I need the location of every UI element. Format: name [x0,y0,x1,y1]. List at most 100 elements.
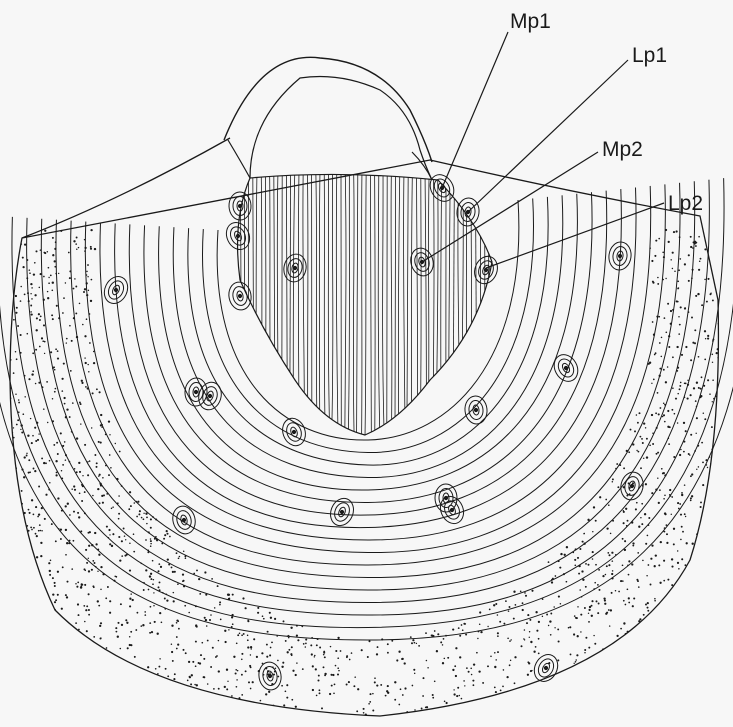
stipple-dot [120,669,122,671]
stipple-dot [54,601,56,603]
stipple-dot [15,625,17,627]
stipple-dot [372,709,374,711]
stipple-dot [149,622,151,624]
stria-line [319,170,320,440]
stipple-dot [159,658,160,659]
stria-line [462,170,464,440]
stipple-dot [222,716,224,718]
stipple-dot [101,686,103,688]
stipple-dot [28,459,30,461]
stipple-dot [515,604,517,606]
stipple-dot [473,663,475,665]
stipple-dot [248,681,250,683]
stipple-dot [228,594,230,596]
stipple-dot [139,709,141,711]
stipple-dot [719,581,721,583]
stipple-dot [617,663,619,665]
stipple-dot [174,571,176,573]
stipple-dot [510,639,511,640]
stipple-dot [94,532,96,534]
stipple-dot [617,486,619,488]
stipple-dot [671,496,673,498]
stipple-dot [63,363,65,365]
stipple-dot [530,641,532,643]
stipple-dot [250,648,251,649]
stipple-dot [16,534,18,536]
stipple-dot [709,393,711,395]
stipple-dot [87,364,88,365]
stipple-dot [86,318,88,320]
stipple-dot [690,246,692,248]
stipple-dot [604,600,606,602]
stipple-dot [638,526,640,528]
stipple-dot [33,273,35,275]
stipple-dot [688,453,690,455]
stipple-dot [38,313,40,315]
stipple-dot [40,315,42,317]
stipple-dot [611,573,613,575]
stipple-dot [38,486,40,488]
stipple-dot [170,717,172,719]
stipple-dot [16,358,18,360]
stipple-dot [81,380,83,382]
stipple-dot [85,609,87,611]
stipple-dot [169,536,171,538]
stipple-dot [661,468,663,470]
stipple-dot [204,571,206,573]
stipple-dot [30,690,31,691]
stipple-dot [48,282,50,284]
pore-center [474,408,477,411]
stria-line [398,170,399,440]
stipple-dot [97,600,99,602]
stipple-dot [49,482,51,484]
stipple-dot [96,388,98,390]
stipple-dot [62,464,64,466]
stipple-dot [20,589,21,590]
stipple-dot [704,248,706,250]
stria-line [411,170,412,440]
stipple-dot [718,697,720,699]
stipple-dot [636,681,638,683]
stipple-dot [73,647,75,649]
stipple-dot [453,693,455,695]
stipple-dot [241,659,243,661]
stipple-dot [277,660,279,662]
stipple-dot [32,435,34,437]
stipple-dot [243,633,245,635]
stipple-dot [288,649,290,651]
stipple-dot [38,433,39,434]
circulus-ring [0,177,733,628]
stipple-dot [8,498,10,500]
stipple-dot [28,378,30,380]
stipple-dot [324,715,326,717]
stipple-dot [662,251,664,253]
stipple-dot [649,620,651,622]
stipple-dot [96,466,98,468]
leader-line-mp1 [442,32,508,188]
stipple-dot [451,713,452,714]
stipple-dot [673,231,675,233]
stipple-dot [704,693,706,695]
stipple-dot [38,530,40,532]
stipple-dot [88,558,89,559]
stipple-dot [10,640,12,642]
stipple-dot [13,470,15,472]
stipple-dot [700,501,702,503]
stipple-dot [97,571,98,572]
stipple-dot [659,316,661,318]
stipple-dot [652,321,654,323]
stipple-dot [633,645,635,647]
stipple-dot [442,644,444,646]
stipple-dot [479,611,481,613]
stipple-dot [224,686,226,688]
stipple-dot [510,660,511,661]
stipple-dot [669,426,671,428]
stipple-dot [109,710,111,712]
stipple-dot [675,398,677,400]
stipple-dot [527,614,529,616]
stipple-dot [64,403,66,405]
stipple-dot [84,357,85,358]
stipple-dot [715,525,717,527]
stipple-dot [698,466,700,468]
stipple-dot [536,630,538,632]
